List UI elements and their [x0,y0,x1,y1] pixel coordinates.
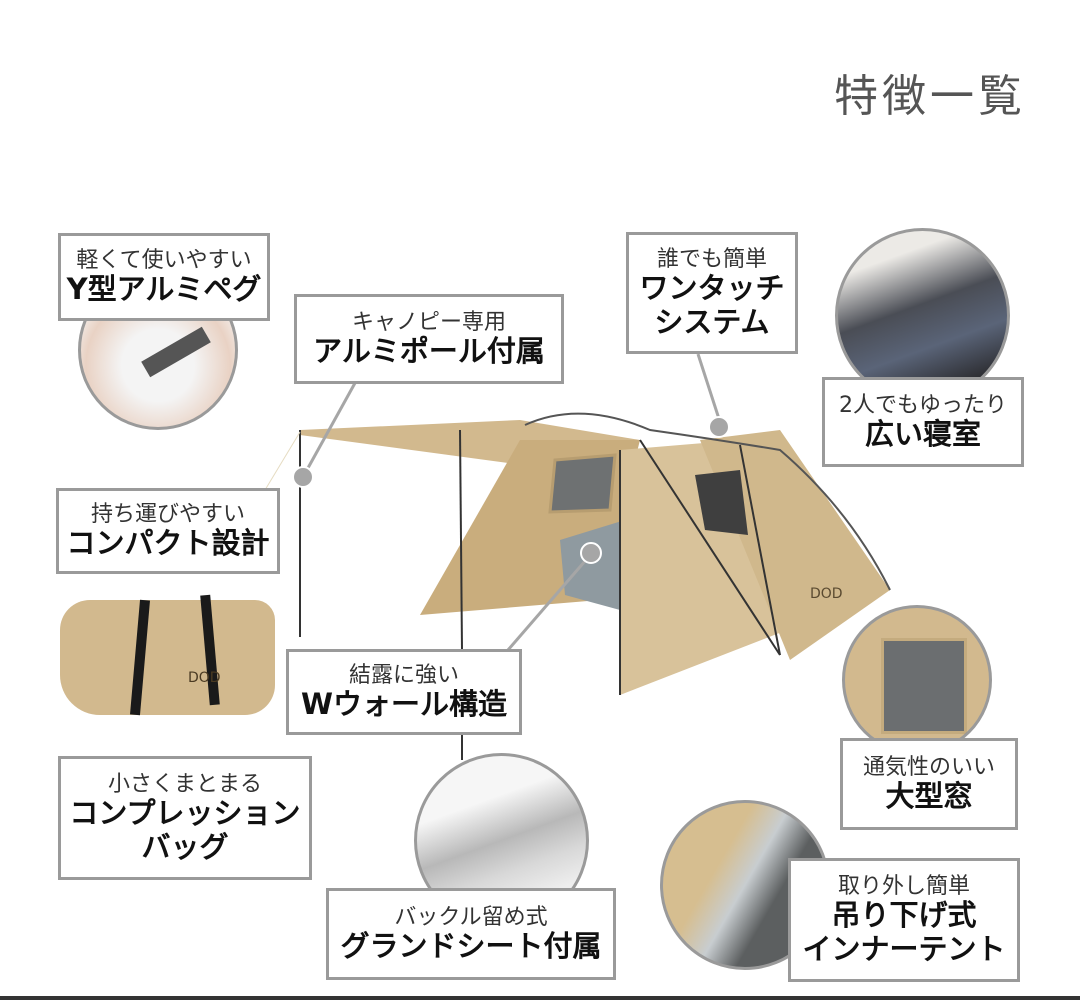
feature-bedroom: 2人でもゆったり 広い寝室 [822,377,1024,467]
feature-inner-tent: 取り外し簡単 吊り下げ式 インナーテント [788,858,1020,982]
bottom-divider [0,996,1080,1000]
feature-ground-sheet: バックル留め式 グランドシート付属 [326,888,616,980]
feature-compact: 持ち運びやすい コンパクト設計 [56,488,280,574]
window-photo [842,605,992,755]
feature-double-wall: 結露に強い Wウォール構造 [286,649,522,735]
carry-bag-image: DOD [60,590,280,720]
pointer-dot-one-touch [708,416,730,438]
bedroom-photo [835,228,1010,403]
bag-logo: DOD [188,670,221,686]
pointer-dot-canopy-pole [292,466,314,488]
feature-compression-bag: 小さくまとまる コンプレッション バッグ [58,756,312,880]
feature-canopy-pole: キャノピー専用 アルミポール付属 [294,294,564,384]
feature-window: 通気性のいい 大型窓 [840,738,1018,830]
feature-peg: 軽くて使いやすい Y型アルミペグ [58,233,270,321]
tent-logo: DOD [810,586,843,602]
feature-one-touch: 誰でも簡単 ワンタッチ システム [626,232,798,354]
pointer-dot-double-wall [580,542,602,564]
page-title: 特徴一覧 [834,71,1026,122]
